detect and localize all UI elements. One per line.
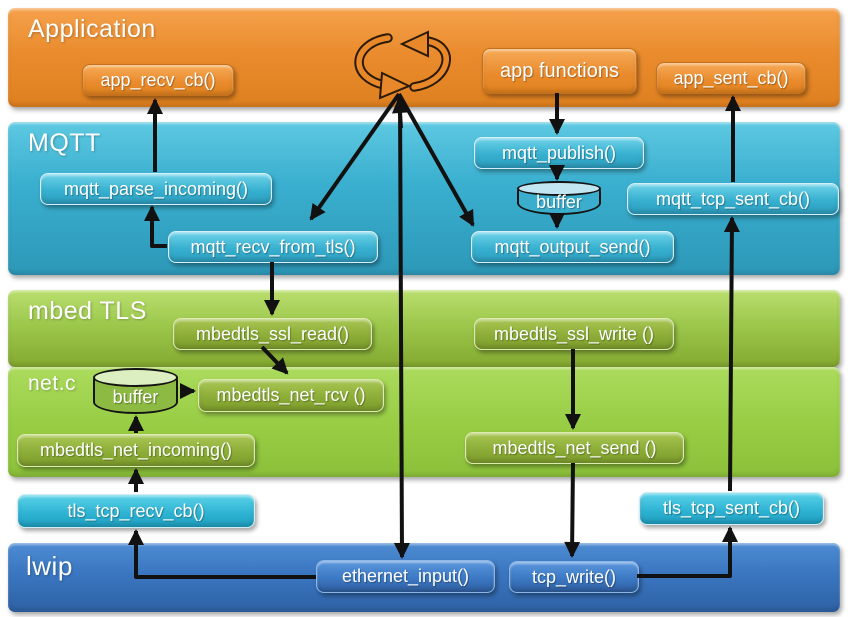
node-mbedtls-ssl-write: mbedtls_ssl_write () (474, 318, 674, 350)
node-ethernet-input: ethernet_input() (316, 560, 495, 593)
node-mbedtls-ssl-read: mbedtls_ssl_read() (173, 318, 372, 350)
layer-label-netc: net.c (28, 372, 77, 395)
cylinder-top-ellipse (93, 368, 178, 387)
layer-label-mbedtls: mbed TLS (28, 297, 147, 325)
node-mbedtls-net-incoming: mbedtls_net_incoming() (17, 434, 255, 467)
node-mqtt-output-send: mqtt_output_send() (471, 231, 674, 263)
node-mbedtls-net-send: mbedtls_net_send () (465, 432, 684, 464)
netc-buffer-cylinder: buffer (93, 368, 178, 414)
layer-label-lwip: lwip (26, 551, 73, 581)
node-app-recv-cb: app_recv_cb() (82, 64, 234, 96)
node-app-sent-cb: app_sent_cb() (656, 62, 806, 94)
mqtt-buffer-cylinder: buffer (517, 181, 601, 215)
node-mqtt-parse-incoming: mqtt_parse_incoming() (40, 173, 272, 205)
node-app-functions: app functions (482, 48, 637, 94)
node-mqtt-tcp-sent-cb: mqtt_tcp_sent_cb() (627, 183, 839, 215)
node-tcp-write: tcp_write() (509, 561, 639, 593)
netc-buffer-label: buffer (112, 387, 159, 407)
cylinder-top-ellipse (517, 181, 601, 196)
node-mbedtls-net-rcv: mbedtls_net_rcv () (198, 379, 384, 412)
layer-label-application: Application (28, 15, 156, 43)
node-mqtt-recv-from-tls: mqtt_recv_from_tls() (168, 231, 378, 263)
layer-label-mqtt: MQTT (28, 129, 101, 157)
layer-band-mbedtls (8, 290, 840, 367)
node-mqtt-publish: mqtt_publish() (474, 137, 644, 169)
node-tls-tcp-sent-cb: tls_tcp_sent_cb() (639, 492, 824, 525)
mqtt-buffer-label: buffer (536, 192, 582, 212)
node-tls-tcp-recv-cb: tls_tcp_recv_cb() (17, 494, 255, 528)
